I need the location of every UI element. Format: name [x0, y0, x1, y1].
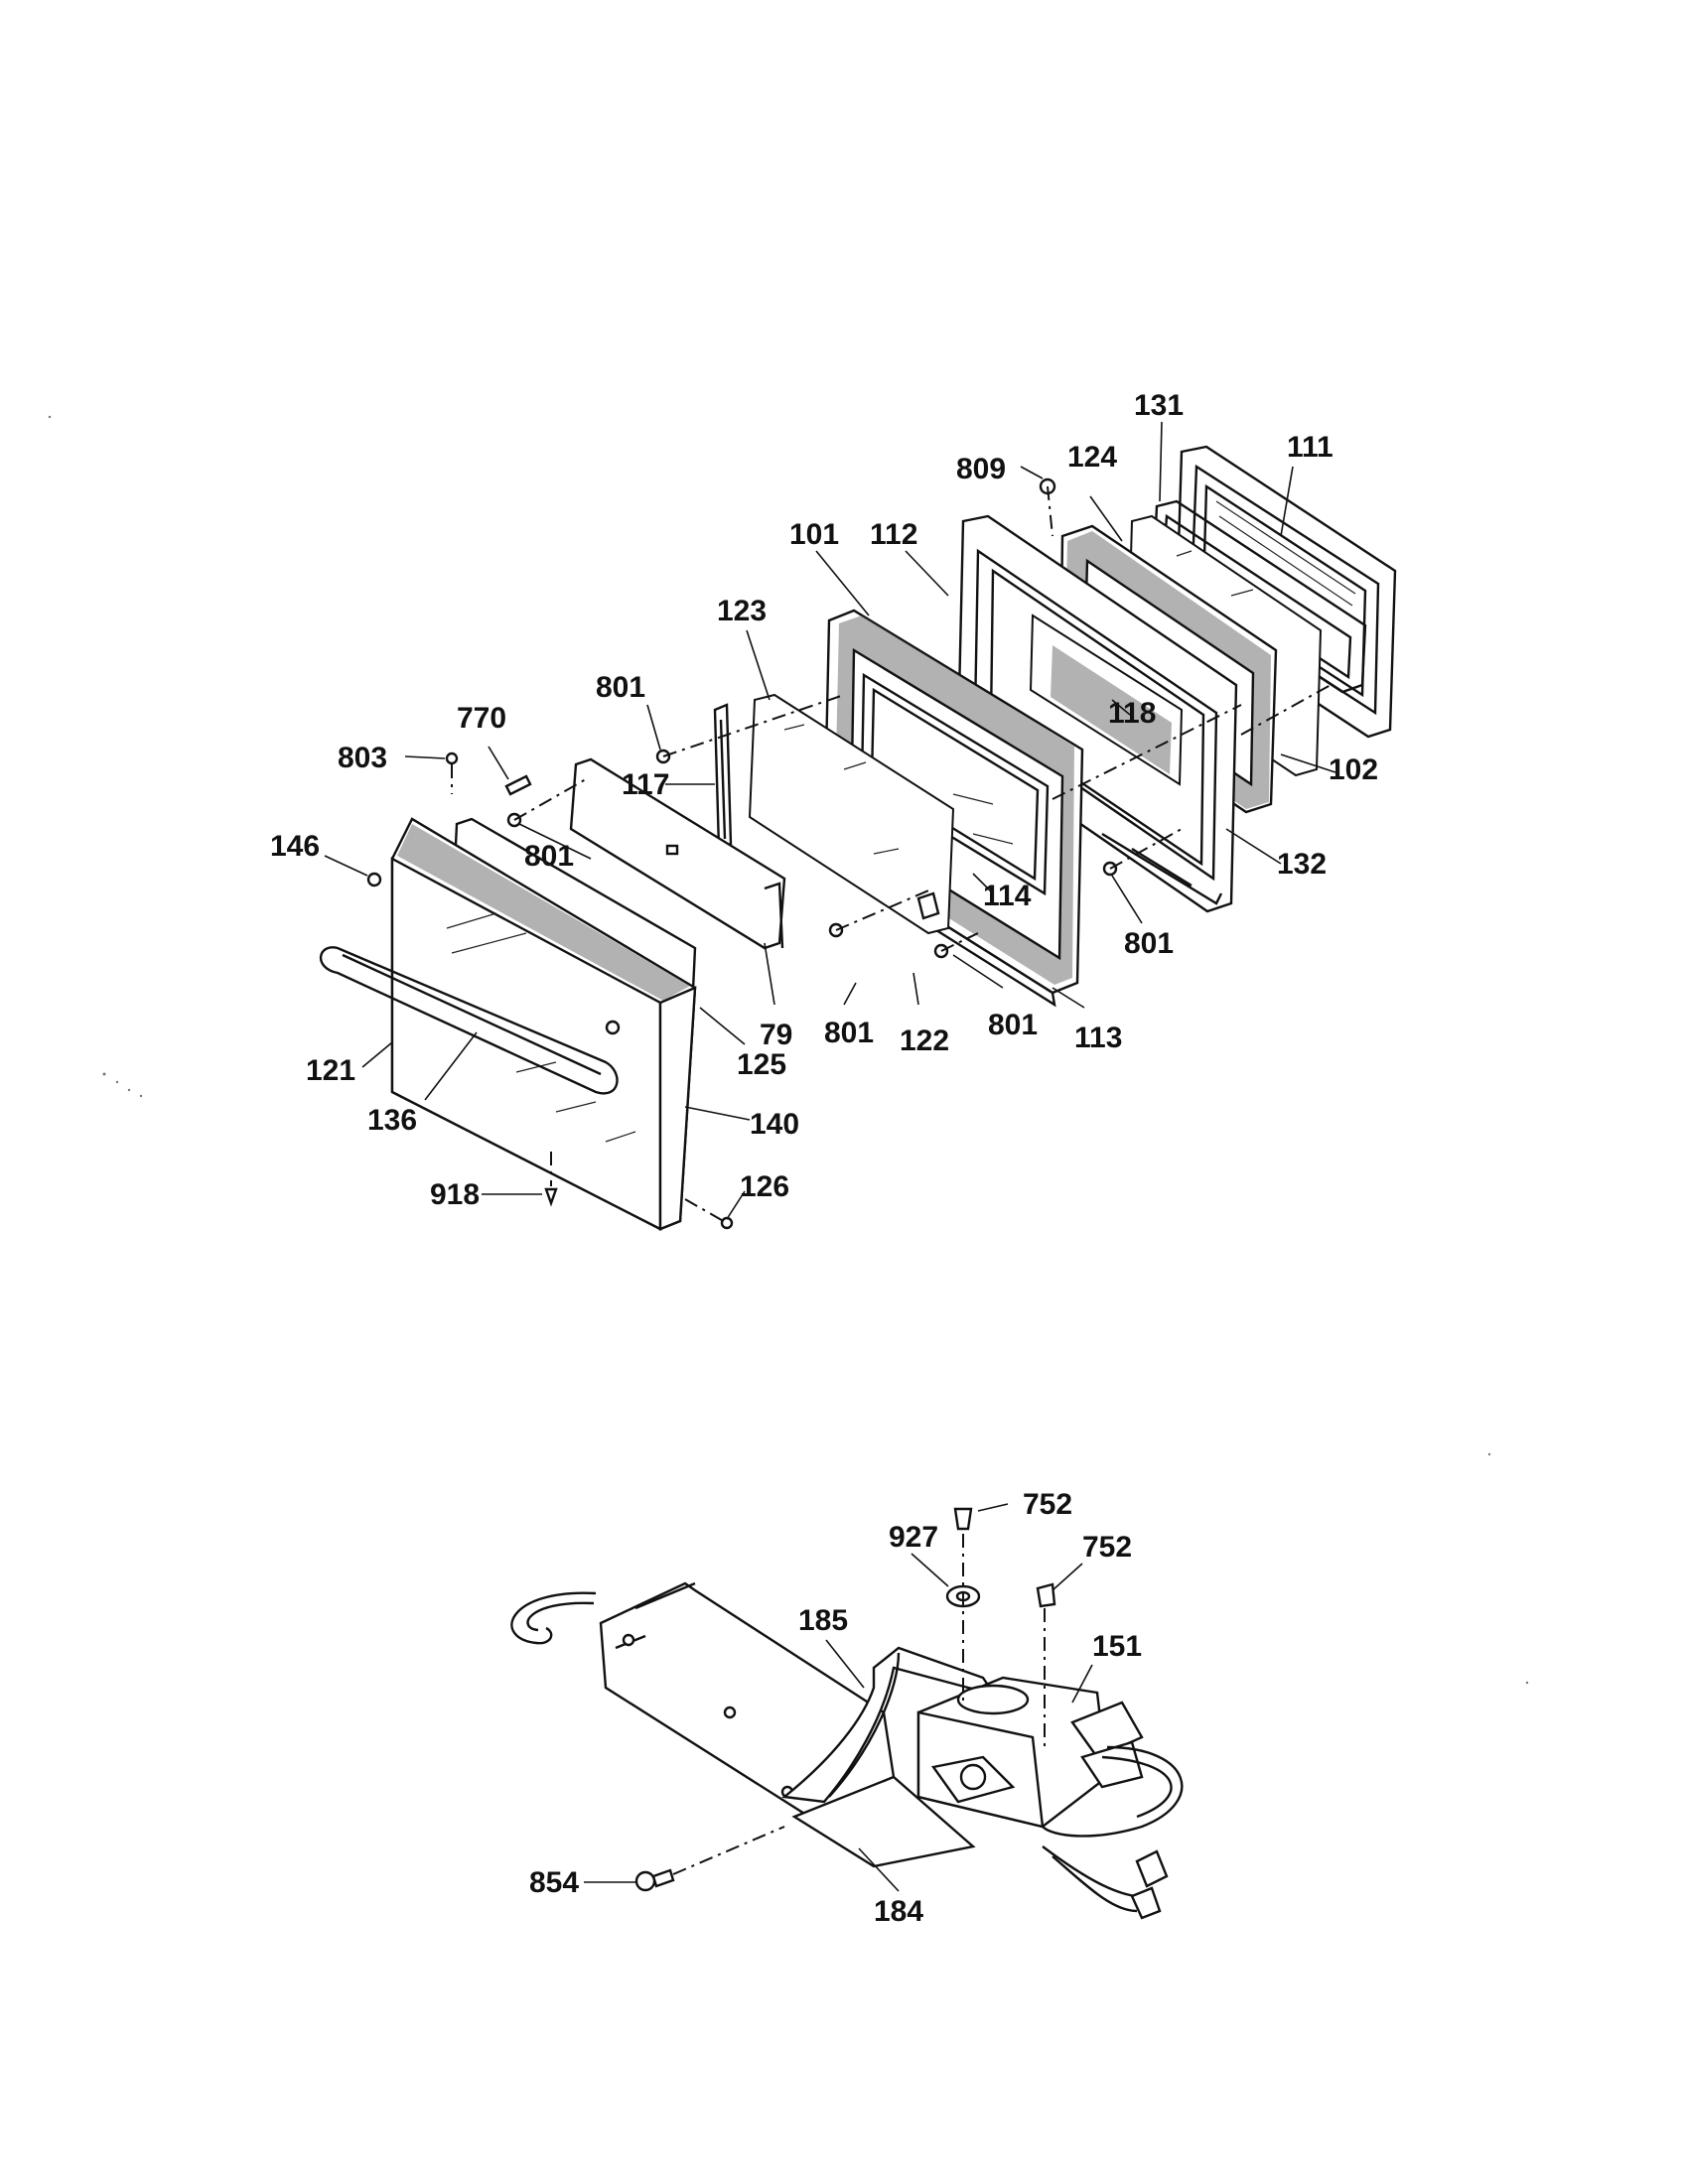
callout-801-left: 801	[524, 840, 574, 873]
callout-809: 809	[956, 453, 1006, 485]
callout-121: 121	[306, 1054, 355, 1087]
door-assembly: 131 111 809 124 101 112 123 801 118 770 …	[270, 389, 1397, 1231]
callout-124: 124	[1067, 441, 1117, 474]
assembly-axes-lower	[672, 1534, 1046, 1875]
part-136-door-handle	[319, 946, 619, 1095]
callout-770: 770	[457, 702, 506, 735]
callout-114: 114	[983, 880, 1032, 912]
wire-harness	[1042, 1745, 1184, 1920]
callout-118: 118	[1108, 697, 1156, 730]
screw-918-icon	[544, 1187, 558, 1207]
callout-125: 125	[737, 1048, 786, 1081]
callout-801-bottom: 801	[824, 1017, 874, 1049]
screw-752-right-icon	[1036, 1582, 1056, 1608]
callout-132: 132	[1277, 848, 1327, 881]
screw-146b-icon	[605, 1020, 621, 1035]
part-121-outer-door-panel	[390, 817, 697, 1231]
assembly-axes-upper	[451, 485, 1332, 1224]
part-101-door-inner-panel	[822, 609, 1084, 995]
fasteners-upper	[366, 478, 1118, 1230]
callout-752-top: 752	[1023, 1488, 1072, 1521]
screw-854-icon	[634, 1870, 656, 1892]
callout-803: 803	[338, 742, 387, 774]
callout-146: 146	[270, 830, 320, 863]
screw-146-icon	[366, 872, 382, 887]
part-118-window-pack	[1029, 614, 1184, 786]
leader-lines-upper	[324, 421, 1336, 1220]
callout-140: 140	[750, 1108, 799, 1141]
scan-specks	[48, 415, 1529, 1685]
callout-184: 184	[874, 1895, 923, 1928]
callout-123: 123	[717, 595, 767, 627]
part-79-heat-shield	[569, 757, 786, 950]
screw-803-icon	[445, 751, 459, 765]
callout-102: 102	[1329, 753, 1378, 786]
callout-801-lower: 801	[988, 1009, 1038, 1041]
part-184-latch-arm	[510, 1581, 976, 1868]
part-151-latch-motor	[916, 1676, 1144, 1829]
callout-801-top: 801	[596, 671, 645, 704]
screw-752-center-icon	[953, 1507, 973, 1531]
callout-113: 113	[1074, 1022, 1122, 1054]
part-123-door-glass	[748, 693, 955, 935]
callout-126: 126	[740, 1170, 789, 1203]
callout-79: 79	[760, 1019, 792, 1051]
callout-122: 122	[900, 1024, 949, 1057]
callout-918: 918	[430, 1178, 480, 1211]
callout-801-right: 801	[1124, 927, 1174, 960]
door-latch-assembly: 752 927 752 185 151 854 184	[510, 1488, 1184, 1928]
leader-lines-lower	[584, 1503, 1093, 1892]
part-132-door-channel	[1101, 832, 1223, 905]
bumper-126-icon	[720, 1216, 734, 1230]
hinge-pin-770-icon	[504, 774, 532, 796]
callout-101: 101	[789, 518, 839, 551]
part-117-glass-bracket	[713, 703, 733, 851]
callout-927: 927	[889, 1521, 938, 1554]
callout-117: 117	[622, 768, 669, 801]
callout-112: 112	[870, 518, 917, 551]
callout-111: 111	[1287, 431, 1333, 464]
callout-136: 136	[367, 1104, 417, 1137]
callout-151: 151	[1092, 1630, 1142, 1663]
callout-185: 185	[798, 1604, 848, 1637]
callout-854: 854	[529, 1866, 579, 1899]
callout-131: 131	[1134, 389, 1184, 422]
callout-752-right: 752	[1082, 1531, 1132, 1564]
